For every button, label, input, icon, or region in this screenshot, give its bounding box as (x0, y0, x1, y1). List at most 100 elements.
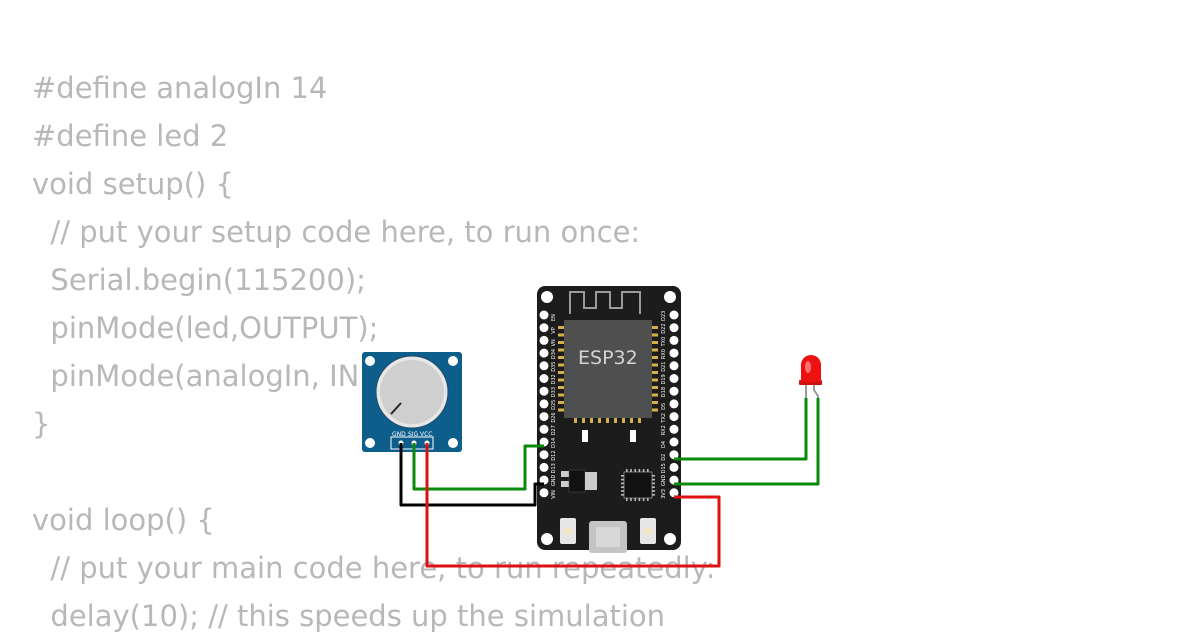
header-pin[interactable] (539, 348, 549, 358)
boot-button[interactable] (640, 518, 656, 544)
chip-pin (630, 498, 632, 501)
module-pin (558, 333, 564, 337)
header-pin[interactable] (539, 488, 549, 498)
header-pin[interactable] (539, 323, 549, 333)
module-pin (652, 401, 658, 404)
header-pin[interactable] (669, 412, 679, 422)
header-pin[interactable] (669, 488, 679, 498)
header-pin[interactable] (669, 462, 679, 472)
pin-label: VIN (551, 490, 557, 499)
chip-pin (634, 469, 636, 472)
chip-pin (652, 490, 655, 492)
header-pin[interactable] (669, 475, 679, 485)
esp32-board[interactable]: ESP32 ENVPVND34D35D32D33D25D26D27D14D12D… (537, 286, 681, 553)
module-pin (598, 418, 601, 423)
module-pin (652, 356, 658, 359)
header-pin[interactable] (539, 450, 549, 460)
en-button[interactable] (560, 518, 576, 544)
module-pin (652, 341, 658, 344)
pot-hole-tr (448, 356, 458, 366)
module-pin (558, 326, 564, 329)
code-line: } (32, 407, 51, 441)
wire-d2-to-led[interactable] (674, 398, 808, 461)
code-line: Serial.begin(115200); (32, 263, 366, 297)
chip-pin (652, 475, 655, 477)
header-pin[interactable] (539, 399, 549, 409)
header-pin[interactable] (669, 323, 679, 333)
chip-pin (652, 482, 655, 485)
pot-pin-label: VCC (420, 431, 432, 438)
code-line: void setup() { (32, 167, 234, 201)
header-pin[interactable] (669, 424, 679, 434)
module-pin (630, 418, 633, 423)
header-pin[interactable] (669, 310, 679, 320)
pad-right (630, 430, 636, 442)
pin-label: TX0 (661, 337, 667, 348)
voltage-regulator (561, 469, 597, 493)
module-pin (652, 348, 658, 352)
pin-label: D27 (551, 425, 557, 435)
module-pin (558, 386, 564, 389)
header-pin[interactable] (669, 399, 679, 409)
pin-label: D32 (551, 374, 557, 384)
pin-label: RX2 (661, 425, 667, 435)
header-pin[interactable] (539, 374, 549, 383)
antenna-trace (569, 291, 641, 314)
header-pin[interactable] (669, 335, 679, 345)
pin-label: D19 (661, 374, 667, 384)
pin-label: D13 (551, 463, 557, 473)
pin-label: D21 (661, 362, 667, 372)
pin-label: VN (551, 339, 557, 346)
pin-label: GND (551, 474, 557, 486)
header-pin[interactable] (539, 386, 549, 396)
header-pin[interactable] (669, 386, 679, 396)
header-pin[interactable] (539, 310, 549, 320)
left-pin-header: ENVPVND34D35D32D33D25D26D27D14D12D13GNDV… (539, 310, 557, 499)
module-pin (652, 363, 658, 367)
esp32-module (564, 320, 652, 418)
pin-label: D5 (661, 403, 667, 410)
chip-pin (638, 469, 641, 472)
module-pin (558, 348, 564, 352)
chip-pin (647, 498, 649, 501)
header-pin[interactable] (669, 374, 679, 383)
pin-label: D35 (551, 362, 557, 372)
module-pin (652, 408, 658, 412)
header-pin[interactable] (669, 361, 679, 371)
header-pin[interactable] (539, 462, 549, 472)
wire-vcc-to-3v3[interactable] (425, 443, 721, 568)
pin-label: D22 (661, 323, 667, 333)
chip-pin (621, 475, 624, 477)
wire-gnd-to-gnd[interactable] (399, 443, 544, 507)
chip-pin (630, 469, 632, 472)
potentiometer[interactable]: GND SIG VCC (362, 352, 462, 452)
module-pin (606, 418, 609, 423)
header-pin[interactable] (539, 361, 549, 371)
pin-label: D18 (661, 387, 667, 397)
code-line: delay(10); // this speeds up the simulat… (32, 599, 666, 633)
wire-sig-to-d14[interactable] (412, 443, 544, 491)
header-pin[interactable] (669, 437, 679, 447)
header-pin[interactable] (539, 412, 549, 422)
chip-pin (652, 494, 655, 496)
chip-pin (634, 498, 636, 501)
header-pin[interactable] (539, 335, 549, 345)
header-pin[interactable] (539, 437, 549, 447)
wire-gnd-to-led[interactable] (674, 398, 820, 486)
led[interactable] (799, 355, 822, 400)
module-pin (622, 418, 625, 423)
module-pin (558, 363, 564, 367)
pin-label: D26 (551, 412, 557, 422)
pin-label: D4 (661, 441, 667, 448)
header-pin[interactable] (539, 424, 549, 434)
pot-knob[interactable] (380, 360, 444, 424)
header-pin[interactable] (539, 475, 549, 485)
code-line: #define led 2 (32, 119, 229, 153)
header-pin[interactable] (669, 450, 679, 460)
pin-label: D15 (661, 463, 667, 473)
module-pin (558, 401, 564, 404)
header-pin[interactable] (669, 348, 679, 358)
chip-pin (621, 486, 624, 488)
pin-label: D25 (551, 400, 557, 410)
mount-hole-tl (541, 291, 553, 303)
